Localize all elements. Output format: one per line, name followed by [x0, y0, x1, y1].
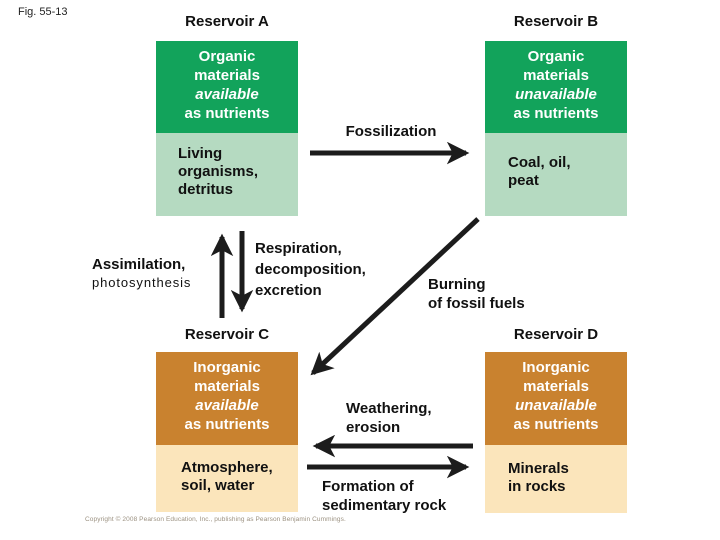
label-line: sedimentary rock — [322, 497, 447, 514]
box-text-line: unavailable — [515, 86, 597, 103]
box-text-line: organisms, — [178, 163, 259, 180]
copyright-notice: Copyright © 2008 Pearson Education, Inc.… — [85, 516, 346, 523]
box-text-line: Coal, oil, — [508, 154, 571, 171]
reservoir-c-lower-section: Atmosphere, soil, water — [156, 445, 298, 512]
reservoir-c-header: Reservoir C — [184, 326, 270, 343]
label-line: of fossil fuels — [428, 295, 525, 312]
fossilization-label: Fossilization — [345, 123, 437, 140]
label-line: Burning — [428, 276, 486, 293]
reservoir-a-upper-section: Organic materials available as nutrients — [156, 41, 298, 133]
respiration-label: Respiration, decomposition, excretion — [255, 238, 366, 301]
label-line: Respiration, — [255, 240, 342, 257]
label-line: excretion — [255, 282, 322, 299]
label-line: Assimilation, — [92, 256, 186, 273]
box-text-line: Organic — [527, 48, 585, 65]
burning-label: Burning of fossil fuels — [428, 275, 525, 313]
assimilation-label: Assimilation, photosynthesis — [92, 254, 191, 290]
box-text-line: Minerals — [508, 460, 569, 477]
box-text-line: Organic — [198, 48, 256, 65]
reservoir-d-box: Inorganic materials unavailable as nutri… — [485, 352, 627, 513]
box-text-line: materials — [194, 67, 260, 84]
label-line: photosynthesis — [92, 275, 192, 290]
box-text-line: soil, water — [181, 477, 255, 494]
reservoir-c-upper-section: Inorganic materials available as nutrien… — [156, 352, 298, 445]
label-line: erosion — [346, 419, 401, 436]
box-text-line: Living — [178, 145, 223, 162]
box-text-line: peat — [508, 172, 539, 189]
box-text-line: Atmosphere, — [181, 459, 273, 476]
box-text-line: Inorganic — [193, 359, 261, 376]
label-line: Formation of — [322, 478, 414, 495]
weathering-label: Weathering, erosion — [346, 399, 432, 437]
box-text-line: materials — [523, 67, 589, 84]
reservoir-b-box: Organic materials unavailable as nutrien… — [485, 41, 627, 216]
reservoir-b-lower-section: Coal, oil, peat — [485, 133, 627, 216]
box-text-line: available — [195, 86, 259, 103]
box-text-line: as nutrients — [184, 416, 270, 433]
label-line: Weathering, — [346, 400, 432, 417]
box-text-line: as nutrients — [513, 105, 599, 122]
reservoir-a-box: Organic materials available as nutrients… — [156, 41, 298, 216]
box-text-line: materials — [194, 378, 260, 395]
reservoir-a-header: Reservoir A — [185, 13, 269, 30]
box-text-line: materials — [523, 378, 589, 395]
reservoir-d-header: Reservoir D — [513, 326, 599, 343]
reservoir-c-box: Inorganic materials available as nutrien… — [156, 352, 298, 512]
reservoir-a-lower-section: Living organisms, detritus — [156, 133, 298, 216]
formation-label: Formation of sedimentary rock — [322, 477, 446, 515]
box-text-line: unavailable — [515, 397, 597, 414]
box-text-line: available — [195, 397, 259, 414]
box-text-line: as nutrients — [184, 105, 270, 122]
reservoir-b-header: Reservoir B — [513, 13, 599, 30]
label-line: decomposition, — [255, 261, 366, 278]
box-text-line: as nutrients — [513, 416, 599, 433]
box-text-line: Inorganic — [522, 359, 590, 376]
box-text-line: in rocks — [508, 478, 566, 495]
reservoir-d-lower-section: Minerals in rocks — [485, 445, 627, 513]
reservoir-d-upper-section: Inorganic materials unavailable as nutri… — [485, 352, 627, 445]
reservoir-b-upper-section: Organic materials unavailable as nutrien… — [485, 41, 627, 133]
figure-number: Fig. 55-13 — [18, 6, 68, 18]
box-text-line: detritus — [178, 181, 234, 198]
